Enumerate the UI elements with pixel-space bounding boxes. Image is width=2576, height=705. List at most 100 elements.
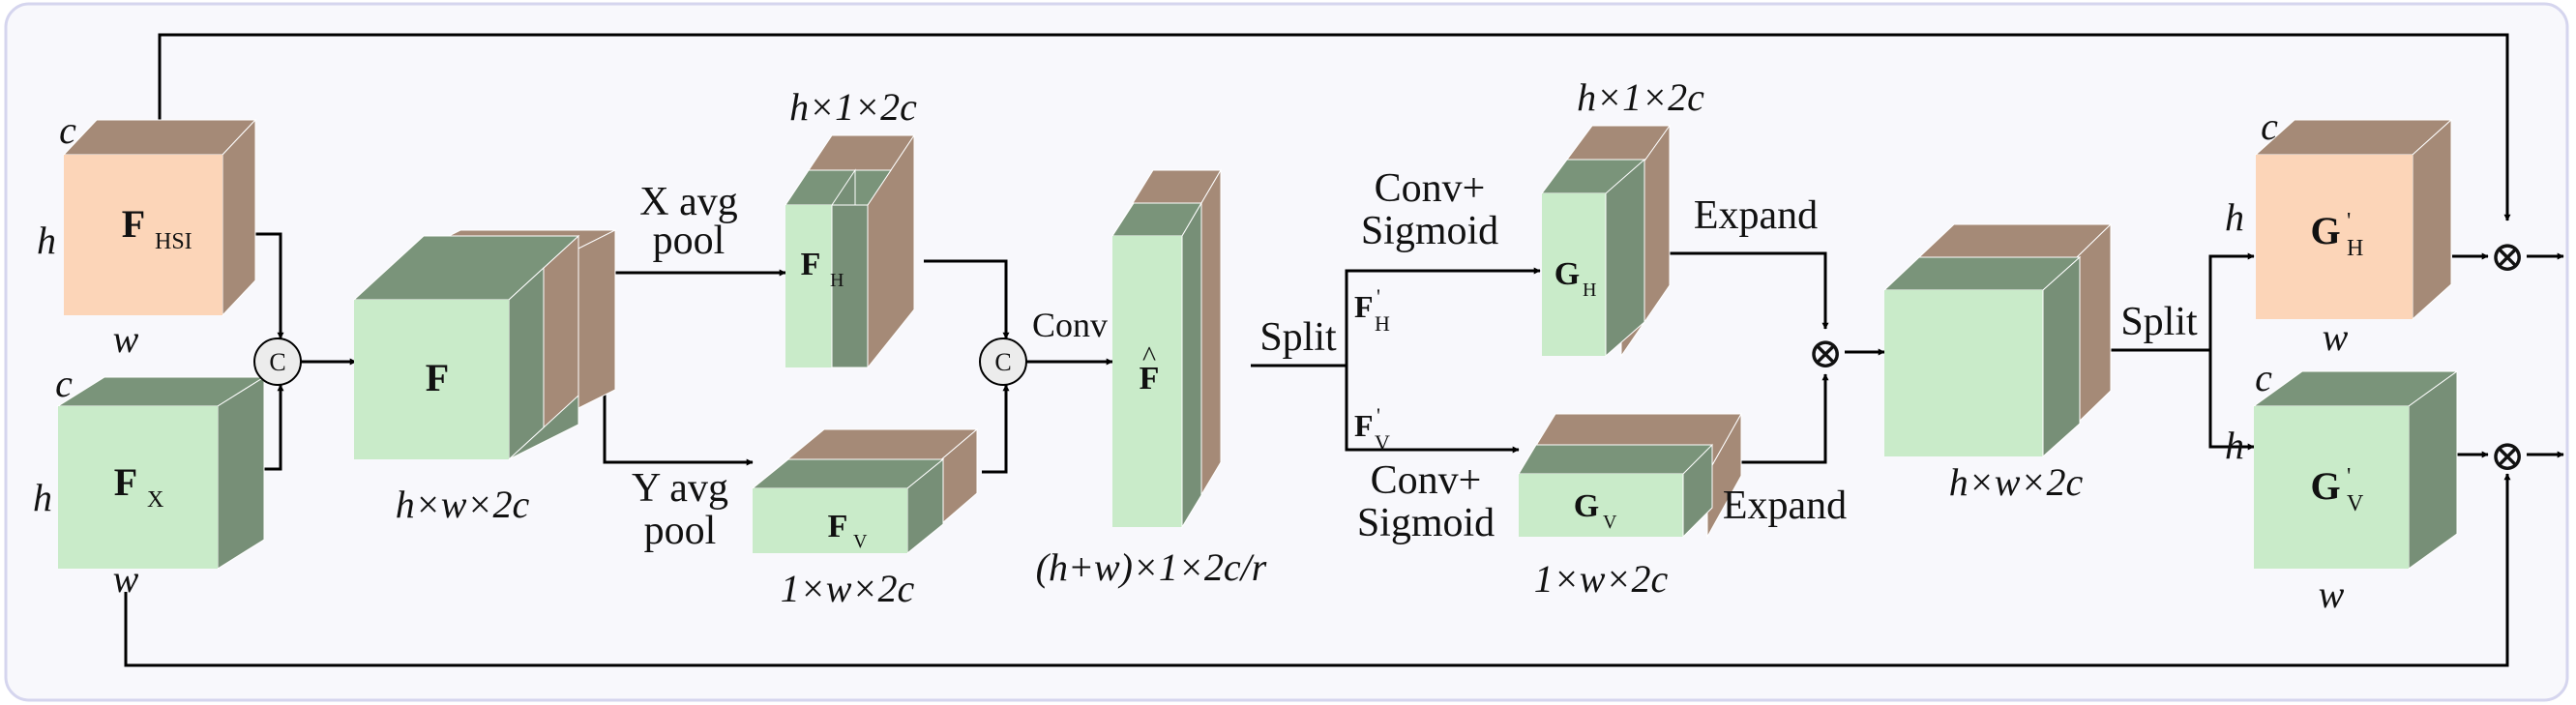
- concat-op-1-label: C: [269, 348, 285, 376]
- g_v_out-main: G: [2310, 464, 2340, 508]
- multiply-op-bottom: ⊗: [2490, 432, 2526, 480]
- g_h_out-sub: H: [2347, 236, 2363, 261]
- conv-sigmoid-top-label-1: Conv+: [1375, 166, 1486, 211]
- fh-side2: [831, 204, 869, 368]
- fv-prime-label: F ' V: [1354, 403, 1390, 455]
- f_x-dim-w: w: [113, 557, 139, 601]
- arrow-gh-expand: [1669, 251, 1829, 330]
- expand-bottom-label: Expand: [1723, 484, 1847, 528]
- split-label-2: Split: [2120, 300, 2198, 344]
- multiply-op-top: ⊗: [2490, 233, 2526, 280]
- g_h_out-dim-w: w: [2323, 315, 2349, 359]
- f-shape: h×w×2c: [396, 483, 530, 526]
- arrow-split-gvout: [2208, 350, 2255, 451]
- block-f-hat: ^F (h+w)×1×2c/r: [1036, 168, 1267, 589]
- g_h_out-main: G: [2310, 209, 2340, 252]
- fv-sub: V: [853, 531, 868, 552]
- fh-front: [785, 205, 832, 367]
- block-f-hsi-top: [62, 119, 257, 156]
- branch-labels: F ' H F ' V: [1354, 284, 1390, 455]
- f_x-main: F: [114, 460, 137, 504]
- fv-main: F: [828, 509, 848, 544]
- f_hsi-dim-c: c: [59, 108, 76, 152]
- f_hsi-dim-h: h: [37, 219, 56, 262]
- split-label-1: Split: [1259, 315, 1337, 360]
- y-avg-pool-label-2: pool: [644, 509, 717, 553]
- g_v_out-sup: ': [2347, 464, 2351, 489]
- fv-prime-sub: V: [1375, 430, 1390, 455]
- g_v_out-dim-c: c: [2255, 356, 2272, 399]
- multiply-op-mid: ⊗: [1808, 330, 1844, 377]
- block-mid: h×w×2c: [1882, 222, 2113, 504]
- fhat-main: F: [1140, 361, 1160, 397]
- block-g-v-out-front: [2254, 406, 2409, 569]
- skip-path-top: [158, 33, 2511, 221]
- operators: C C ⊗ ⊗ ⊗: [253, 233, 2526, 480]
- conv-sigmoid-bottom-label-2: Sigmoid: [1357, 501, 1495, 545]
- arrow-f-ypool: [603, 366, 754, 466]
- conv-label: Conv: [1032, 306, 1108, 344]
- g_v_out-dim-h: h: [2225, 424, 2244, 467]
- block-f-x-front: [58, 406, 218, 569]
- f_hsi-sub: HSI: [155, 229, 192, 254]
- arrow-fh-concat: [924, 259, 1010, 339]
- expand-top-label: Expand: [1694, 193, 1818, 238]
- gv-sub: V: [1603, 512, 1617, 533]
- gh-side: [1605, 158, 1645, 358]
- operation-labels: X avg pool Y avg pool Conv Split Conv+ S…: [632, 166, 2198, 553]
- mid-front: [1884, 290, 2043, 456]
- gv-front: [1519, 474, 1683, 537]
- block-g-v-out: G 'Vch w: [2225, 356, 2459, 616]
- gh-main: G: [1554, 256, 1580, 292]
- fh-shape: h×1×2c: [789, 85, 917, 129]
- concat-op-2: C: [979, 338, 1027, 386]
- block-f-green-side: [508, 266, 545, 461]
- f_x-dim-h: h: [33, 476, 52, 519]
- arrow-fv-concat: [982, 384, 1010, 474]
- f-main: F: [426, 356, 449, 399]
- block-f-hsi-front: [64, 155, 222, 315]
- block-f-hsi: F HSI c h w: [37, 108, 257, 361]
- gv-main: G: [1574, 488, 1599, 524]
- fhat-hat: ^: [1142, 340, 1156, 372]
- fh-sub: H: [830, 270, 844, 291]
- skip-path-bottom: [124, 473, 2511, 667]
- f_x-sub: X: [147, 487, 163, 513]
- gv-brown-side: [1706, 412, 1742, 539]
- fh-prime-sup: ': [1377, 284, 1380, 308]
- x-avg-pool-label-2: pool: [653, 219, 725, 263]
- fh-main: F: [801, 247, 821, 282]
- fv-front: [753, 488, 907, 553]
- gv-shape: 1×w×2c: [1534, 557, 1669, 601]
- block-g-v-out-side: [2408, 370, 2458, 570]
- arrow-fhat-split: [1251, 267, 1541, 367]
- arrow-gv-expand: [1734, 373, 1829, 464]
- fhat-shape: (h+w)×1×2c/r: [1036, 545, 1267, 589]
- block-f: Fh×w×2c: [352, 229, 616, 526]
- g_v_out-sub: V: [2347, 491, 2364, 516]
- block-f-x-side: [217, 376, 265, 570]
- block-g-h-out-front: [2256, 155, 2413, 319]
- block-f-front2: [354, 300, 509, 459]
- mid-side: [2042, 255, 2081, 458]
- fv-prime-main: F: [1354, 408, 1374, 443]
- f_hsi-main: F: [122, 202, 145, 246]
- g_h_out-dim-h: h: [2225, 195, 2244, 239]
- f_hsi-dim-w: w: [113, 317, 139, 361]
- f_x-dim-c: c: [55, 362, 73, 405]
- gv-side: [1682, 443, 1713, 539]
- conv-sigmoid-bottom-label-1: Conv+: [1371, 458, 1482, 503]
- g_v_out-dim-w: w: [2319, 573, 2345, 616]
- fhat-side: [1181, 201, 1202, 529]
- fh-prime-sub: H: [1375, 311, 1390, 336]
- fv-shape: 1×w×2c: [781, 567, 915, 610]
- fv-prime-sup: ': [1377, 403, 1380, 427]
- gh-shape: h×1×2c: [1577, 75, 1704, 119]
